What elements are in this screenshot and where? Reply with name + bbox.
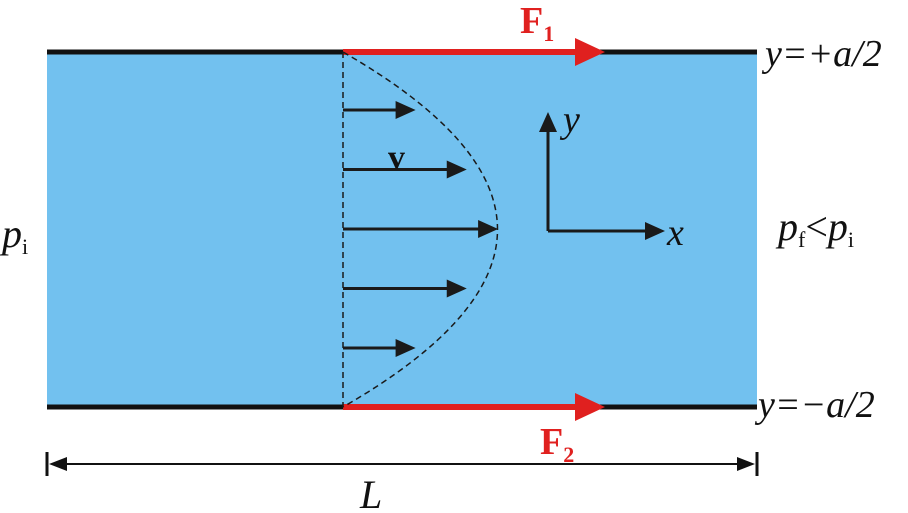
bottom-wall-label: y=−a/2 [754, 384, 875, 426]
inlet-pressure-label: pi [0, 211, 28, 259]
x-axis-label: x [666, 212, 684, 254]
velocity-arrow-head [395, 101, 416, 119]
force-F2-arrow [343, 393, 605, 421]
force-F1-arrow [343, 38, 605, 66]
y-axis-arrowhead [539, 112, 557, 132]
length-dimension [45, 452, 759, 476]
length-label: L [359, 472, 382, 513]
velocity-arrows [343, 101, 499, 357]
velocity-arrow-head [395, 339, 416, 357]
outlet-pressure-label: pf<pi [775, 204, 854, 252]
x-axis-arrowhead [645, 222, 665, 240]
force-F2-label: F2 [540, 421, 574, 467]
velocity-profile-curve [342, 51, 499, 408]
coordinate-axes [539, 112, 665, 240]
force-F1-label: F1 [520, 0, 554, 46]
velocity-arrow-head [446, 279, 467, 298]
y-axis-label: y [559, 99, 580, 141]
top-wall-label: y=+a/2 [761, 33, 882, 75]
velocity-arrow-head [446, 160, 467, 179]
velocity-arrow-head [478, 220, 499, 238]
velocity-label: v [388, 139, 405, 176]
